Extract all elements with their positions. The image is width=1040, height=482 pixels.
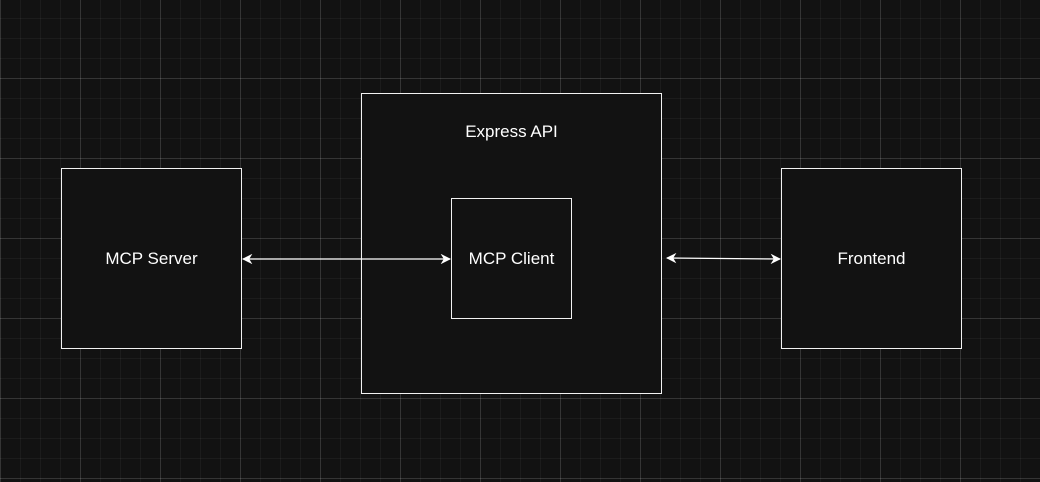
express-api-label: Express API bbox=[465, 122, 558, 141]
mcp-server-label: MCP Server bbox=[105, 248, 198, 268]
mcp-client-node[interactable]: MCP Client bbox=[451, 198, 572, 319]
mcp-client-label: MCP Client bbox=[468, 248, 555, 268]
frontend-label: Frontend bbox=[837, 248, 906, 268]
frontend-node[interactable]: Frontend bbox=[781, 168, 962, 349]
mcp-server-node[interactable]: MCP Server bbox=[61, 168, 242, 349]
edge-express-api-to-frontend[interactable] bbox=[665, 252, 782, 265]
